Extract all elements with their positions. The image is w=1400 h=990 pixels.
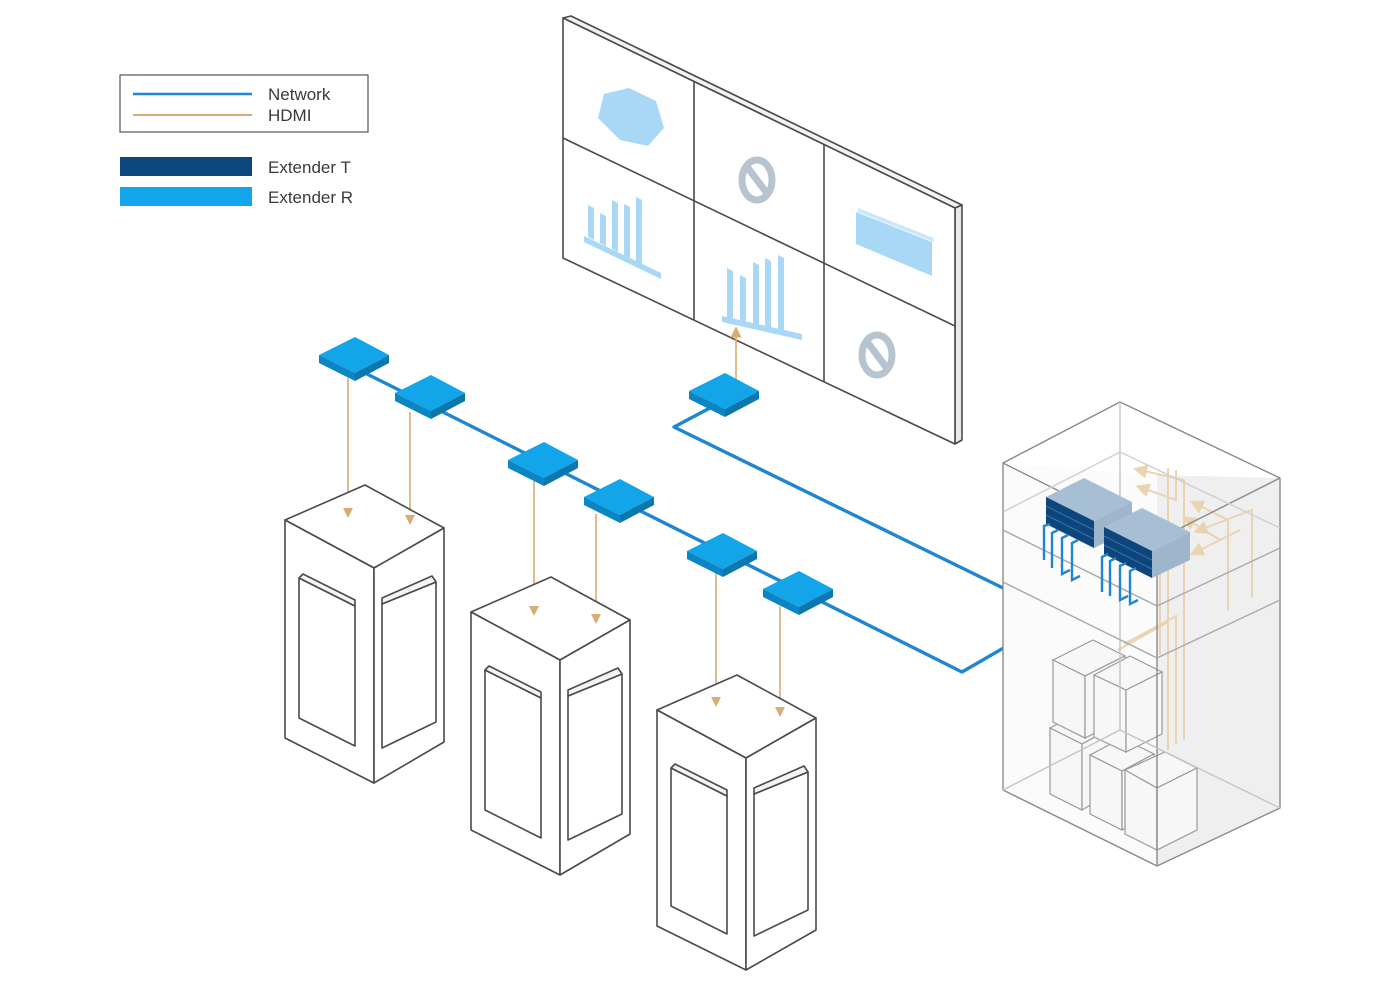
extender-r-device — [508, 442, 578, 486]
extender-r-device — [763, 571, 833, 615]
legend-extender-r-label: Extender R — [268, 188, 353, 207]
video-wall-side-edge — [954, 204, 963, 445]
workstation-towers — [284, 484, 817, 971]
server-rack — [1002, 401, 1281, 867]
extender-r-swatch-icon — [120, 187, 252, 206]
workstation-tower — [656, 674, 817, 971]
extender-r-device — [319, 337, 389, 381]
extender-t-unit — [1103, 508, 1190, 578]
area-chart-icon — [856, 208, 934, 276]
bar-chart-icon — [722, 255, 802, 340]
workstation-tower — [470, 576, 631, 876]
no-entry-icon — [858, 331, 896, 379]
heptagon-shape-icon — [598, 88, 664, 146]
legend: Network HDMI Extender T Extender R — [119, 74, 369, 207]
extender-r-device — [395, 375, 465, 419]
legend-line-box — [119, 74, 369, 133]
rack-inner-boxes — [1048, 639, 1199, 851]
legend-network-label: Network — [268, 85, 331, 104]
screen-contents — [584, 88, 934, 379]
extender-r-device — [687, 533, 757, 577]
video-wall — [562, 15, 963, 445]
extender-r-device — [584, 479, 654, 523]
wall-divider — [562, 137, 956, 327]
bar-chart-icon — [584, 197, 661, 279]
workstation-tower — [284, 484, 445, 784]
extender-t-swatch-icon — [120, 157, 252, 176]
extender-t-cables — [1042, 522, 1139, 606]
legend-extender-t-label: Extender T — [268, 158, 351, 177]
no-entry-icon — [738, 156, 776, 204]
legend-hdmi-label: HDMI — [268, 106, 311, 125]
extender-r-device — [689, 373, 759, 417]
extender-r-units — [319, 337, 833, 615]
hdmi-arrowheads — [343, 508, 785, 717]
